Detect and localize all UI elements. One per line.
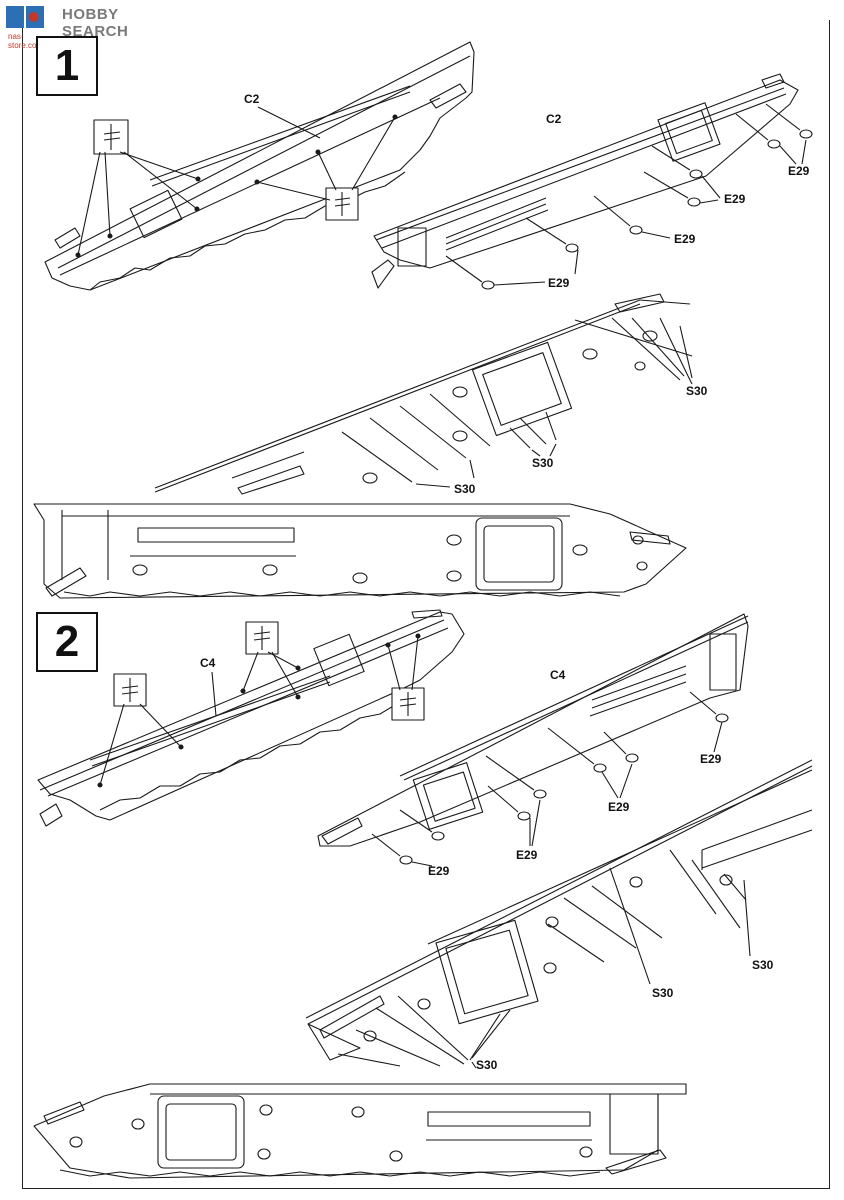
pin-callout-boxes-step2 (99, 621, 425, 786)
s30-label-4: S30 (752, 958, 774, 972)
hull-side-panel-c2-inner (44, 41, 475, 291)
e29-label-3: E29 (674, 232, 696, 246)
hull-side-panel-c4-outer (317, 613, 749, 847)
step-number-2: 2 (36, 612, 98, 672)
e29-label-7: E29 (516, 848, 538, 862)
hull-side-panel-c4-inner (37, 609, 465, 827)
hull-side-rivet-view-step2 (305, 759, 813, 1069)
part-label-c4-right: C4 (550, 668, 566, 682)
e29-parts-step1 (445, 103, 813, 290)
e29-parts-step2 (371, 691, 729, 867)
part-label-c4-left: C4 (200, 656, 216, 670)
hull-side-rivet-view-step1 (154, 293, 693, 495)
part-label-c2-left: C2 (244, 92, 260, 106)
s30-label-1: S30 (686, 384, 708, 398)
watermark-url: nas-store.com (8, 32, 44, 50)
hull-side-elevation-step1 (33, 503, 687, 599)
e29-label-5: E29 (700, 752, 722, 766)
watermark-logo (6, 6, 44, 28)
e29-label-4: E29 (548, 276, 570, 290)
part-label-c2-right: C2 (546, 112, 562, 126)
s30-label-3: S30 (454, 482, 476, 496)
e29-label-6: E29 (608, 800, 630, 814)
s30-label-5: S30 (652, 986, 674, 1000)
step-number-1: 1 (36, 36, 98, 96)
e29-label-2: E29 (724, 192, 746, 206)
page-frame (22, 20, 830, 1189)
e29-label-1: E29 (788, 164, 810, 178)
e29-label-8: E29 (428, 864, 450, 878)
hull-side-elevation-step2 (33, 1083, 687, 1179)
watermark-brand-text: HOBBY SEARCH (62, 6, 129, 40)
s30-label-2: S30 (532, 456, 554, 470)
hull-side-panel-c2-outer (371, 73, 799, 289)
s30-label-6: S30 (476, 1058, 498, 1072)
pin-callout-boxes-step1 (77, 106, 396, 256)
